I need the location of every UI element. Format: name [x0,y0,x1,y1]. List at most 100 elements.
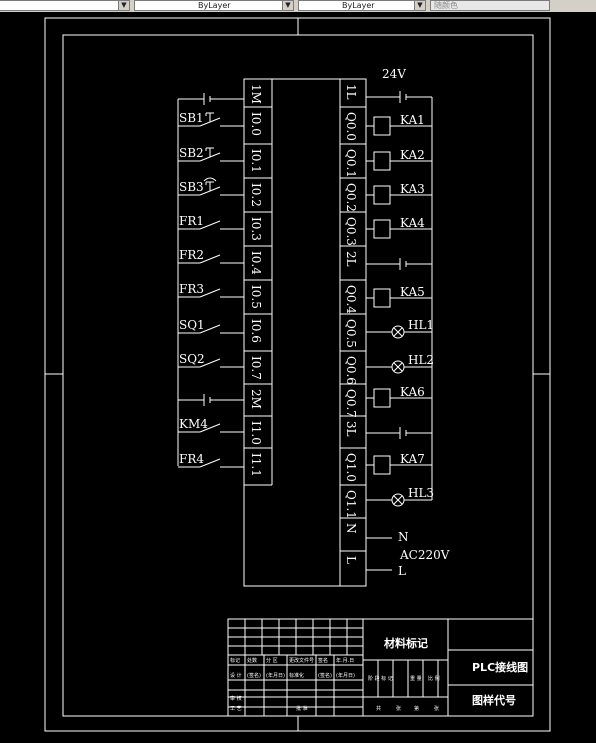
drawing-code-label: 图样代号 [472,693,516,707]
title-block-cell: 张 [396,705,401,712]
output-device-label: KA1 [400,113,425,127]
plc-output-terminal-label: L [344,556,358,564]
title-block-cell: 阶 段 标 记 [368,675,393,682]
title-block-cell: 张 [434,705,439,712]
neutral-label: N [398,530,409,544]
dc-source-symbol [178,93,244,105]
input-contact [178,220,244,230]
plc-input-terminal-label: I0.3 [249,217,263,241]
title-block-cell: (年月日) [266,672,285,679]
chevron-down-icon[interactable]: ▼ [282,1,293,10]
title-block-cell: 批 准 [296,705,308,712]
output-device-label: KA6 [400,385,425,399]
title-block-cell: 标记 [230,657,240,664]
title-block-cell: 共 [376,705,381,712]
title-block-cell: 重 量 [410,675,422,682]
title-block-cell: 处数 [247,657,257,664]
dc-source-symbol [366,258,432,270]
input-contact [178,458,244,468]
output-device-label: KA5 [400,285,425,299]
input-contact [178,423,244,433]
plc-input-terminal-label: I0.4 [249,251,263,275]
output-device-label: KA2 [400,148,425,162]
output-device-label: KA4 [400,216,425,230]
plc-output-terminal-label: 3L [344,421,358,437]
indicator-lamp [366,493,432,507]
relay-coil [366,388,432,408]
title-block-cell: (年月日) [336,672,355,679]
input-contact [178,288,244,298]
input-device-label: SQ2 [179,352,205,366]
lineweight-value: ByLayer [342,1,375,10]
ac-voltage-label: AC220V [399,548,450,562]
plotstyle-combo[interactable]: 随颜色 [430,0,550,11]
plc-module: 1MI0.0I0.1I0.2I0.3I0.4I0.5I0.6I0.72MI1.0… [243,78,367,587]
plc-input-terminal-label: I0.6 [249,319,263,343]
plc-output-terminal-label: Q0.3 [344,217,358,246]
input-device-label: FR1 [179,214,204,228]
chevron-down-icon[interactable]: ▼ [414,1,425,10]
input-contact [178,147,244,162]
input-device-label: FR4 [179,452,204,466]
plc-input-terminal-label: I1.0 [249,421,263,445]
title-block-cell: 审 核 [230,695,242,702]
plc-output-terminal-label: Q0.4 [344,285,358,314]
lineweight-combo[interactable]: ByLayer ▼ [298,0,426,11]
relay-coil [366,455,432,475]
plc-output-terminal-label: Q1.1 [344,490,358,519]
title-block-cell: 签名 [318,657,328,664]
plc-wiring-diagram: 1MI0.0I0.1I0.2I0.3I0.4I0.5I0.6I0.72MI1.0… [44,17,551,732]
plc-output-terminal-label: Q0.0 [344,112,358,141]
output-device-label: KA3 [400,182,425,196]
plc-output-terminal-label: Q0.5 [344,319,358,348]
linetype-combo[interactable]: ByLayer ▼ [134,0,294,11]
indicator-lamp [366,360,432,374]
input-contact [178,324,244,334]
input-contact [178,358,244,368]
plotstyle-value: 随颜色 [434,1,458,10]
dc-source-symbol [366,427,432,439]
relay-coil [366,151,432,171]
plc-input-terminal-label: I0.5 [249,285,263,309]
input-device-label: SB2 [179,146,204,160]
inner-border [62,34,534,717]
plc-output-terminal-label: Q1.0 [344,453,358,482]
drawing-name-label: PLC接线图 [472,660,528,674]
output-device-label: HL3 [408,486,434,500]
chevron-down-icon[interactable]: ▼ [118,1,129,10]
plc-output-terminal-label: Q0.7 [344,389,358,418]
dc-source-symbol [178,394,244,406]
output-device-label: KA7 [400,452,425,466]
material-mark-label: 材料标记 [384,636,428,650]
input-wiring [177,93,244,468]
title-block-cell: 更改文件号 [289,657,314,664]
plc-output-terminal-label: Q0.6 [344,356,358,385]
title-block-cell: 设 计 [230,672,242,679]
input-device-label: FR2 [179,248,204,262]
plc-output-terminal-label: 2L [344,251,358,267]
title-block-cell: 第 [414,705,419,712]
title-block-cell: 比 例 [428,675,440,682]
dc-source-symbol [366,91,432,103]
relay-coil [366,116,432,136]
input-device-label: FR3 [179,282,204,296]
input-device-label: KM4 [179,417,208,431]
color-combo[interactable]: ▼ [0,0,130,11]
plc-input-terminal-label: I0.0 [249,112,263,136]
plc-output-terminal-label: 1L [344,84,358,100]
title-block-cell: 年.月.日 [336,657,354,664]
title-block-cell: (签名) [318,672,332,679]
plc-output-terminal-label: Q0.1 [344,149,358,178]
title-block: 材料标记 PLC接线图 图样代号 标记处数 分 区 更改文件号签名 年.月.日设 计 (… [227,618,534,717]
input-device-label: SQ1 [179,318,205,332]
output-device-label: HL1 [408,318,434,332]
input-device-label: SB1 [179,111,204,125]
title-block-cell: 分 区 [266,657,278,664]
dc-supply-label: 24V [382,67,406,81]
line-label: L [398,564,406,578]
relay-coil [366,288,432,308]
input-contact [178,254,244,264]
properties-toolbar: ▼ ByLayer ▼ ByLayer ▼ 随颜色 [0,0,596,13]
outer-border [44,17,551,732]
